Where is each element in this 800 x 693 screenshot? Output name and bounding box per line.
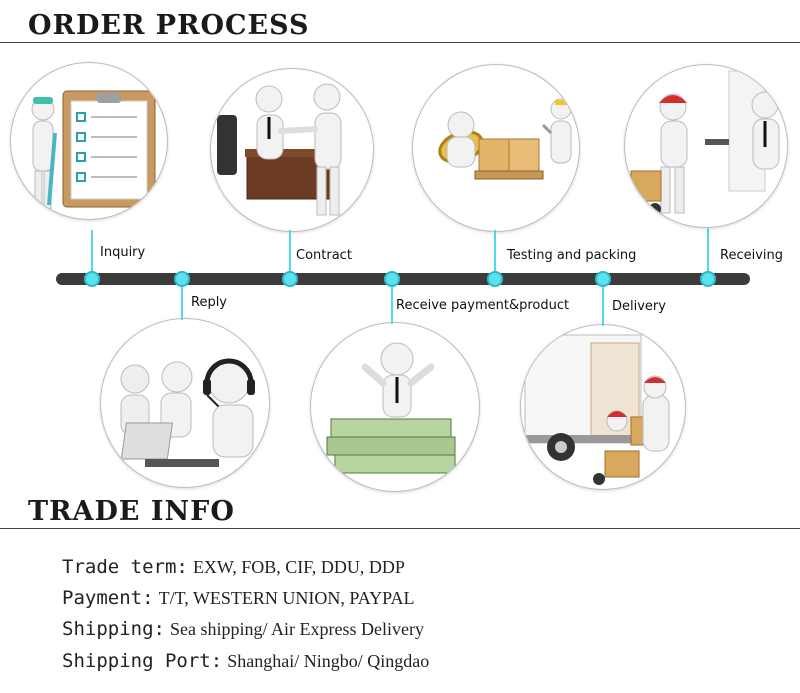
- packing-illustration: [412, 64, 580, 232]
- shipping-port-value: Shanghai/ Ningbo/ Qingdao: [227, 651, 430, 671]
- shipping-value: Sea shipping/ Air Express Delivery: [170, 619, 425, 639]
- timeline-bar: [56, 273, 750, 285]
- inquiry-dot: [84, 271, 100, 287]
- contract-dot: [282, 271, 298, 287]
- inquiry-illustration: [10, 62, 168, 220]
- step-label-testing-packing: Testing and packing: [507, 248, 637, 263]
- testing-connector: [494, 230, 496, 274]
- shipping-key: Shipping:: [62, 618, 165, 640]
- trade-term-value: EXW, FOB, CIF, DDU, DDP: [192, 557, 405, 577]
- payment-line: Payment: T/T, WESTERN UNION, PAYPAL: [62, 587, 414, 609]
- receiving-illustration: [624, 64, 788, 228]
- step-label-delivery: Delivery: [612, 299, 666, 314]
- contract-illustration: [210, 68, 374, 232]
- shipping-port-line: Shipping Port: Shanghai/ Ningbo/ Qingdao: [62, 650, 429, 672]
- step-label-receive-payment: Receive payment&product: [396, 298, 570, 313]
- order-process-title: ORDER PROCESS: [28, 10, 310, 41]
- inquiry-connector: [91, 230, 93, 274]
- reply-dot: [174, 271, 190, 287]
- testing-dot: [487, 271, 503, 287]
- step-label-inquiry: Inquiry: [100, 245, 146, 260]
- delivery-connector: [602, 284, 604, 326]
- order-process-rule: [0, 42, 800, 43]
- receiving-dot: [700, 271, 716, 287]
- shipping-port-key: Shipping Port:: [62, 650, 223, 672]
- contract-connector: [289, 230, 291, 274]
- step-label-contract: Contract: [296, 248, 352, 263]
- delivery-dot: [595, 271, 611, 287]
- payment-illustration: [310, 322, 480, 492]
- payment-dot: [384, 271, 400, 287]
- shipping-line: Shipping: Sea shipping/ Air Express Deli…: [62, 618, 424, 640]
- trade-term-line: Trade term: EXW, FOB, CIF, DDU, DDP: [62, 556, 405, 578]
- step-label-receiving: Receiving: [720, 248, 784, 263]
- delivery-illustration: [520, 324, 686, 490]
- trade-term-key: Trade term:: [62, 556, 188, 578]
- receiving-connector: [707, 228, 709, 274]
- reply-connector: [181, 284, 183, 320]
- reply-illustration: [100, 318, 270, 488]
- trade-info-rule: [0, 528, 800, 529]
- payment-connector: [391, 284, 393, 324]
- trade-info-title: TRADE INFO: [28, 496, 235, 527]
- payment-value: T/T, WESTERN UNION, PAYPAL: [158, 588, 415, 608]
- step-label-reply: Reply: [191, 295, 228, 310]
- payment-key: Payment:: [62, 587, 154, 609]
